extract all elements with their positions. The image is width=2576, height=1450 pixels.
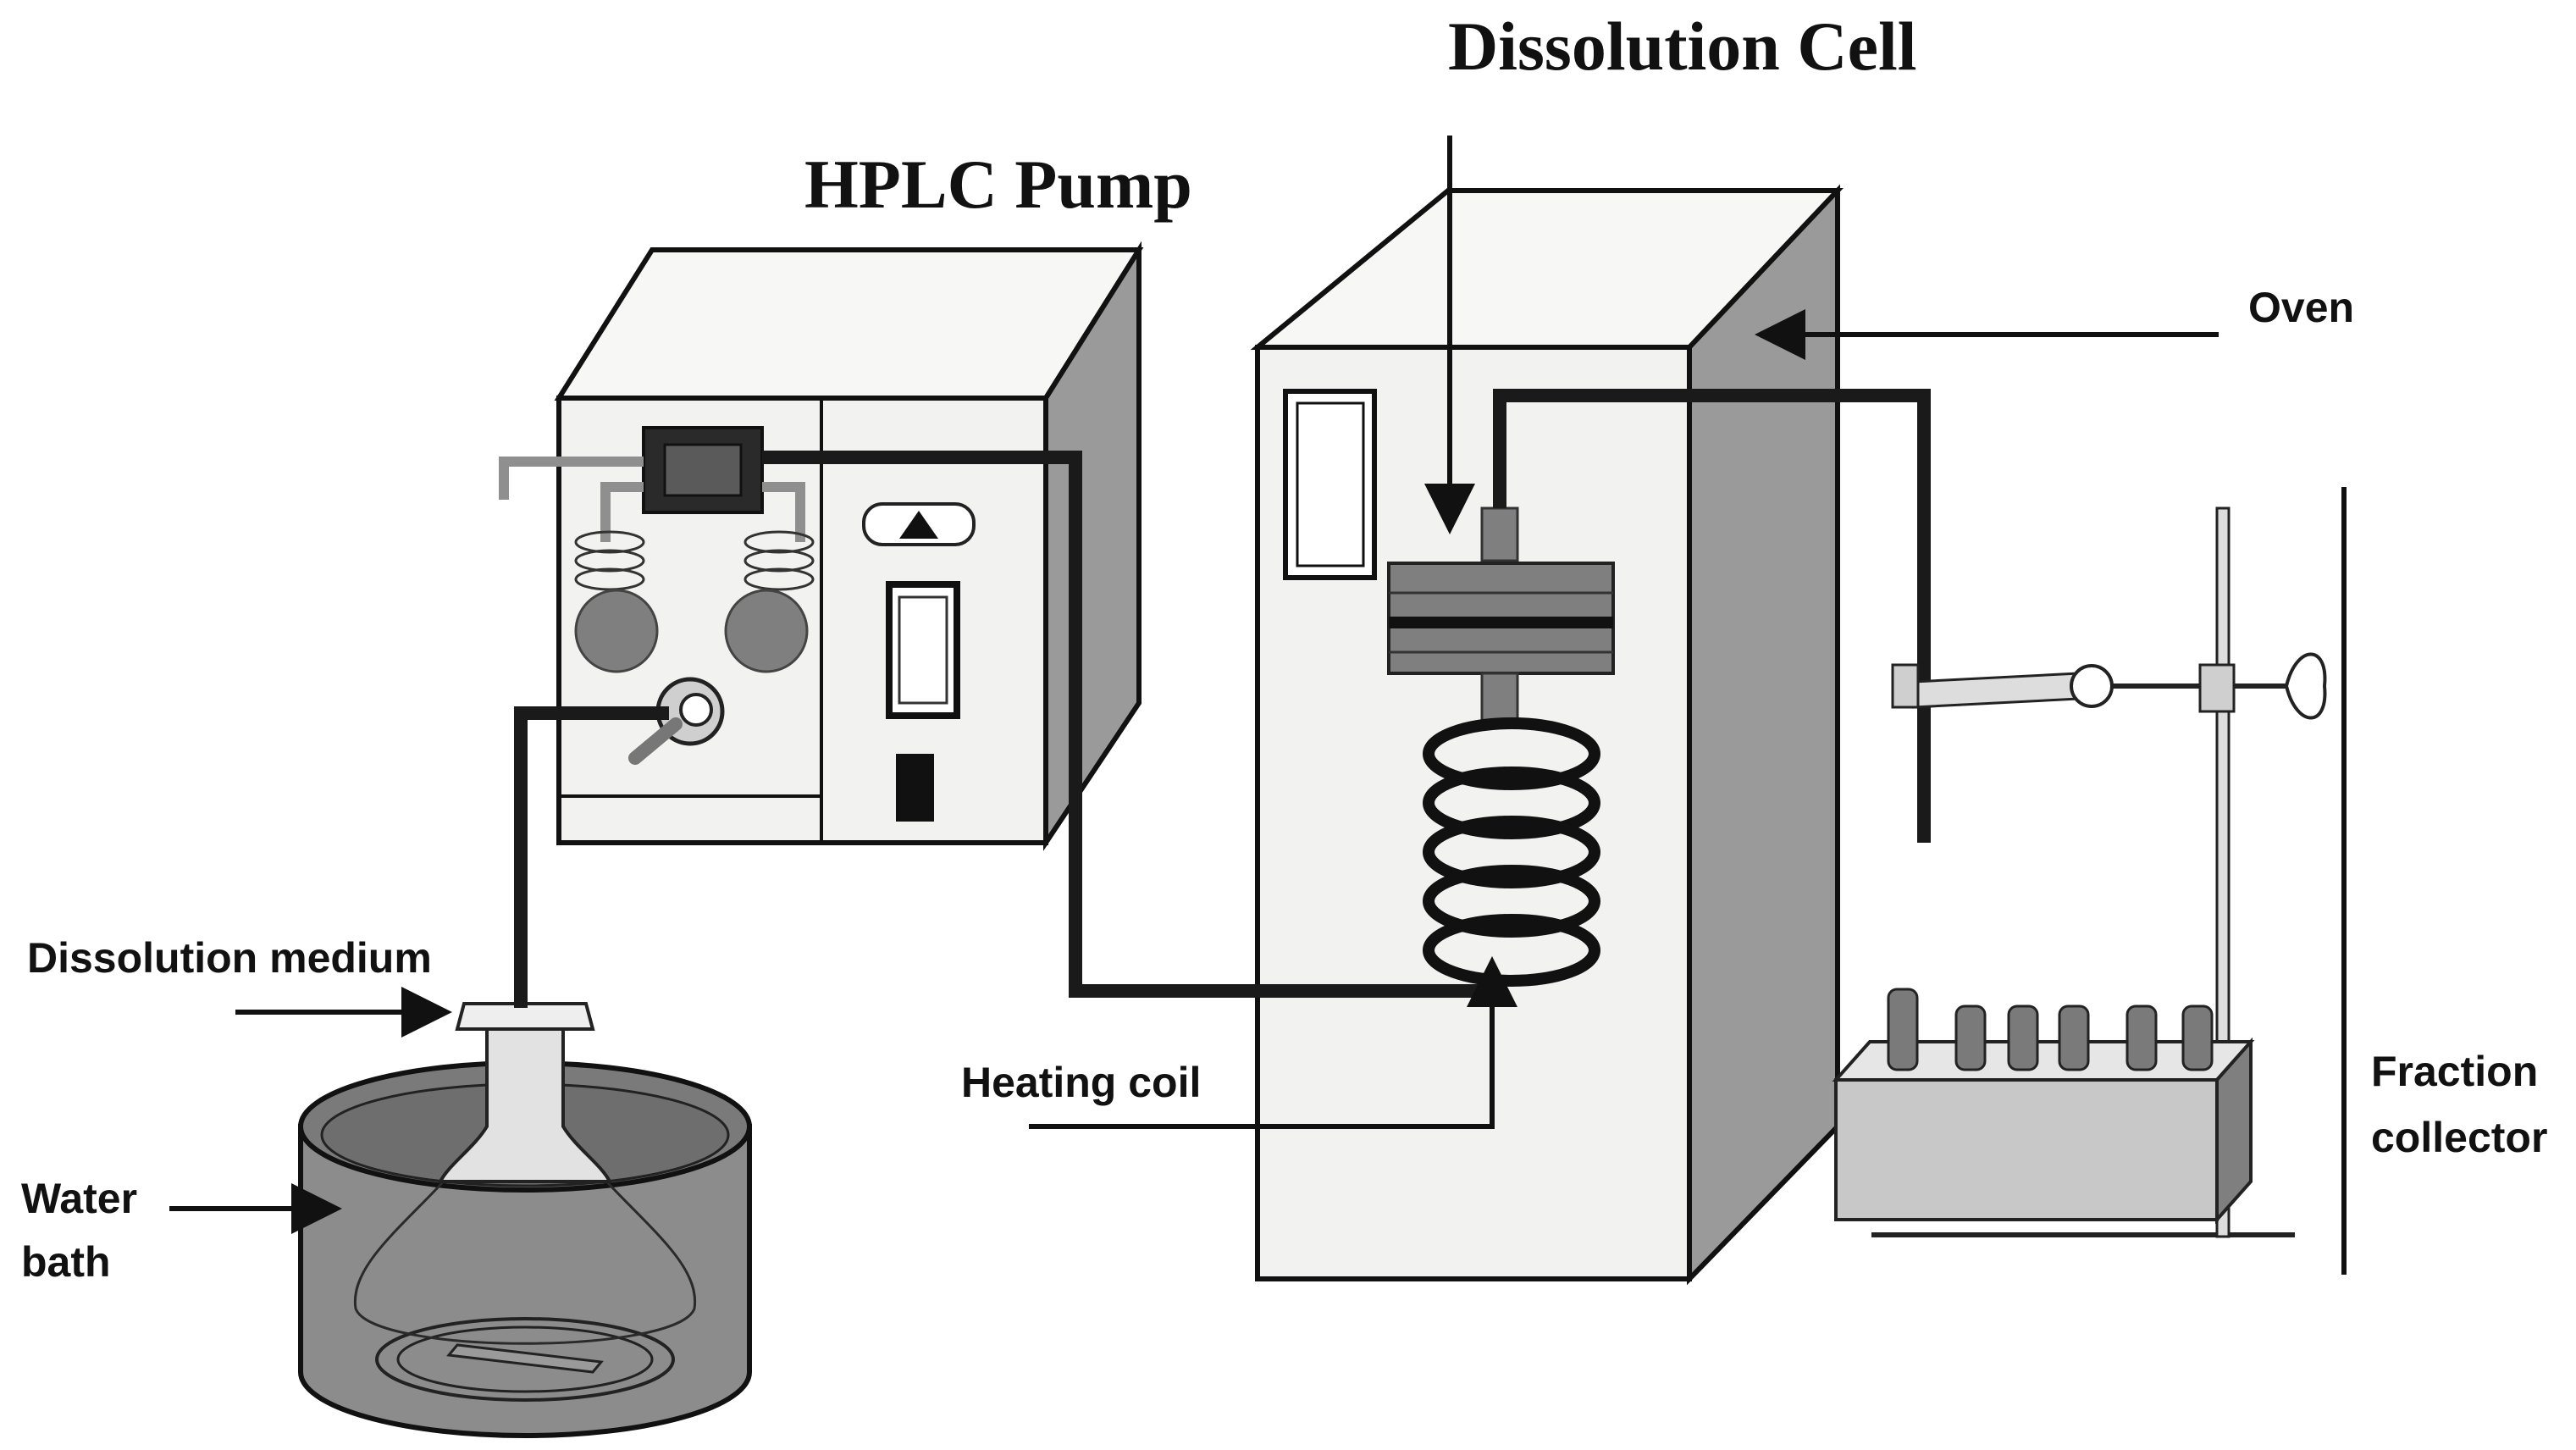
dissolution-medium-label: Dissolution medium (27, 934, 432, 982)
fraction-collector-label-line2: collector (2371, 1114, 2547, 1161)
hplc-pump-label: HPLC Pump (804, 146, 1192, 223)
oven (1250, 184, 1844, 1286)
oven-label: Oven (2248, 284, 2354, 331)
water-bath-label-line2: bath (21, 1238, 111, 1286)
fraction-collector (1832, 506, 2327, 1238)
water-bath-label-line1: Water (21, 1175, 137, 1222)
flask (353, 1002, 697, 1345)
heating-coil-label: Heating coil (961, 1059, 1201, 1106)
dissolution-cell (1387, 506, 1615, 726)
heating-coil-arrow (1029, 956, 1517, 1129)
tubing (514, 389, 1931, 1008)
hplc-pump (499, 241, 1144, 851)
heating-coil (1423, 717, 1600, 987)
dissolution-cell-label: Dissolution Cell (1448, 8, 1917, 85)
pointer-lines (169, 136, 2219, 1234)
fraction-collector-label-line1: Fraction (2371, 1048, 2538, 1095)
